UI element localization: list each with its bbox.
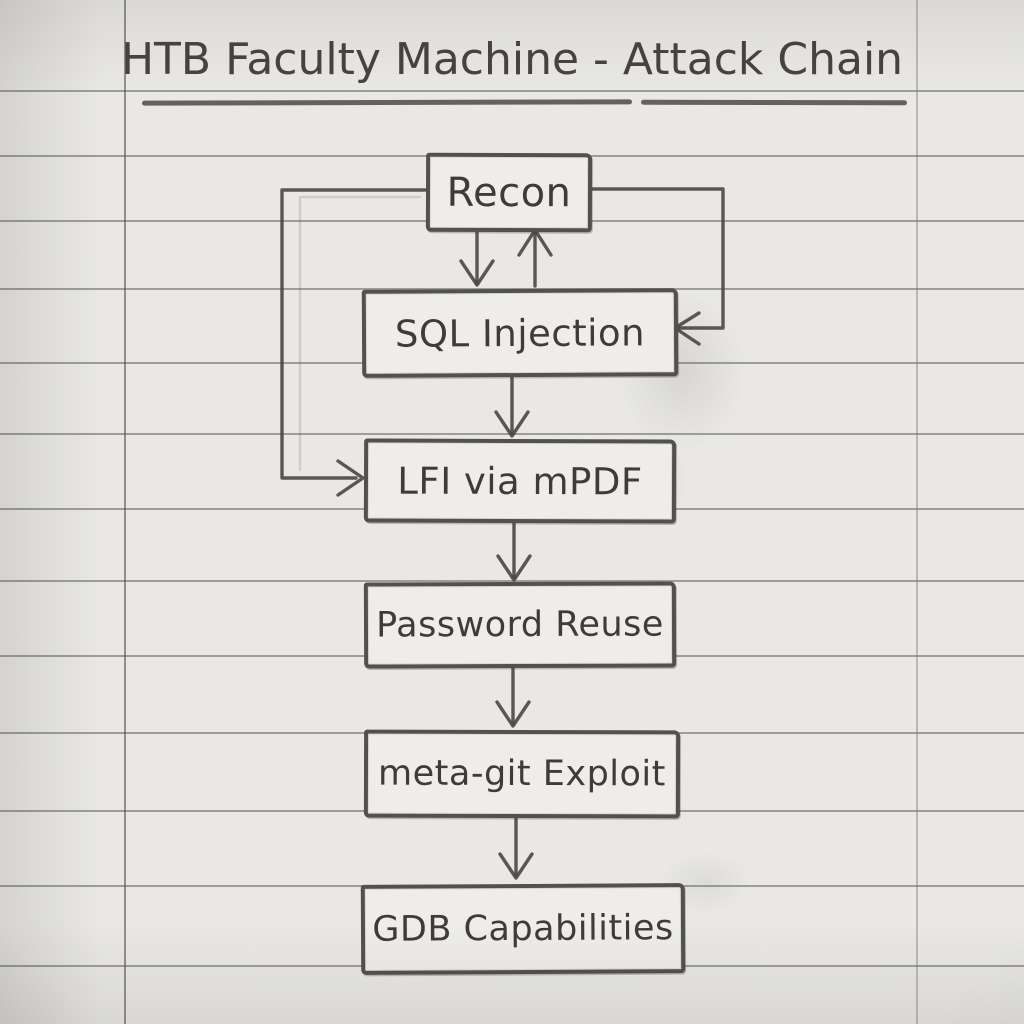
ruled-line <box>0 433 1024 435</box>
node-meta-git-exploit-label: meta-git Exploit <box>378 753 666 795</box>
node-gdb-capabilities-label: GDB Capabilities <box>372 908 674 950</box>
arrowhead-down-icon <box>496 554 532 582</box>
node-sql-injection: SQL Injection <box>361 288 679 378</box>
right-margin-line <box>916 0 918 1024</box>
page-title: HTB Faculty Machine - Attack Chain <box>120 34 904 85</box>
title-underline <box>640 99 908 106</box>
arrowhead-down-icon <box>459 259 495 287</box>
node-sql-injection-label: SQL Injection <box>394 310 646 356</box>
arrowhead-left-icon <box>673 311 701 346</box>
node-lfi-via-mpdf-label: LFI via mPDF <box>397 459 643 503</box>
node-lfi-via-mpdf: LFI via mPDF <box>363 438 677 524</box>
node-password-reuse: Password Reuse <box>363 581 677 669</box>
node-gdb-capabilities: GDB Capabilities <box>360 883 686 975</box>
arrowhead-right-icon <box>336 459 365 497</box>
arrowhead-down-icon <box>498 852 534 880</box>
ruled-line <box>0 90 1024 92</box>
left-margin-line <box>124 0 126 1024</box>
node-meta-git-exploit: meta-git Exploit <box>363 729 681 819</box>
title-underline <box>141 99 633 106</box>
node-recon: Recon <box>425 152 593 233</box>
arrowhead-down-icon <box>495 700 531 728</box>
arrowhead-up-icon <box>517 228 553 257</box>
node-recon-label: Recon <box>446 169 572 216</box>
node-password-reuse-label: Password Reuse <box>376 604 664 646</box>
